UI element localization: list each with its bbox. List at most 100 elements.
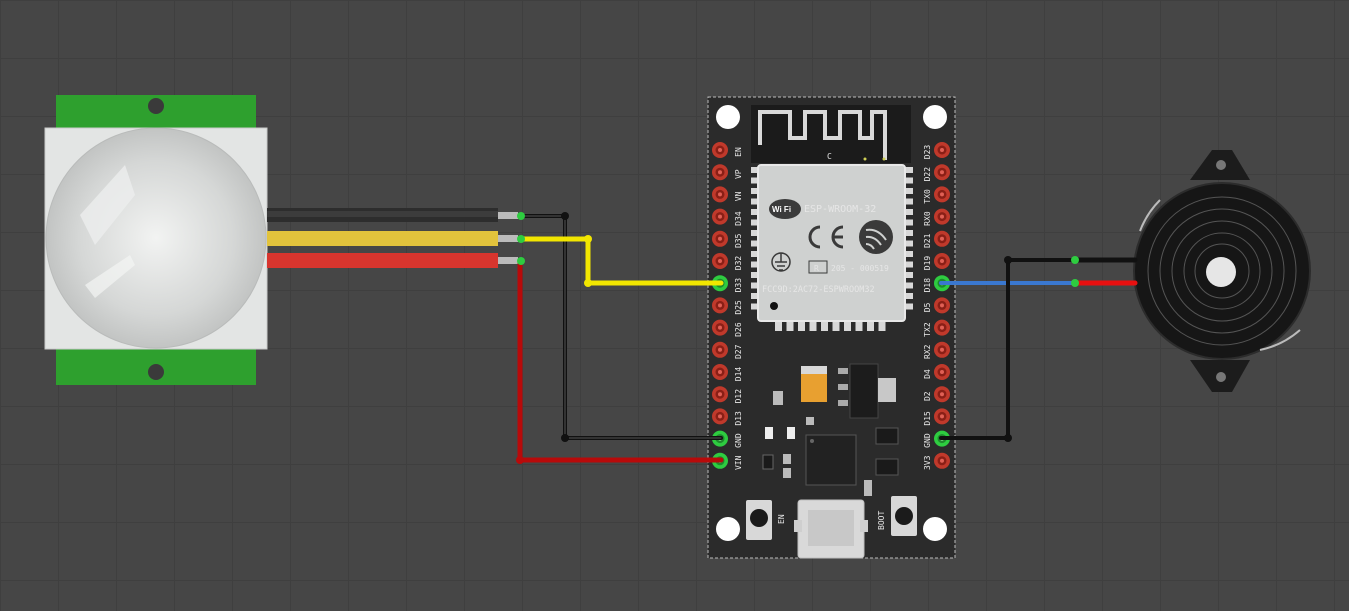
pin-right-d4[interactable] bbox=[934, 364, 950, 380]
pin-left-vp[interactable] bbox=[712, 164, 728, 181]
pin-label-right-d2: D2 bbox=[923, 391, 932, 401]
reg-leg-3 bbox=[838, 400, 848, 406]
pin-left-d27[interactable] bbox=[712, 341, 728, 358]
module-pad bbox=[904, 177, 913, 184]
module-pad bbox=[751, 219, 760, 226]
pin-label-left-d32: D32 bbox=[734, 256, 743, 271]
pin-right-tx2[interactable] bbox=[934, 319, 950, 336]
module-pad bbox=[904, 261, 913, 268]
r-mark-box bbox=[808, 260, 828, 274]
wires[interactable] bbox=[516, 212, 1138, 464]
wire-pir-out[interactable] bbox=[517, 236, 724, 286]
module-pad bbox=[904, 198, 913, 205]
smd-diode bbox=[762, 454, 774, 470]
transistor-1 bbox=[875, 427, 899, 445]
module-pad bbox=[775, 321, 782, 331]
wifi-logo-text: Wi Fi bbox=[772, 205, 791, 214]
led-1 bbox=[765, 427, 773, 439]
module-pad bbox=[751, 240, 760, 247]
pin-left-d14[interactable] bbox=[712, 364, 728, 380]
module-pins-left bbox=[751, 167, 760, 310]
pin-right-3v3[interactable] bbox=[934, 452, 950, 469]
pin-label-right-d15: D15 bbox=[923, 411, 932, 426]
pin-label-left-gnd: GND bbox=[734, 433, 743, 448]
module-pad bbox=[867, 321, 874, 331]
pir-dome-highlight-2 bbox=[85, 255, 135, 298]
smd-part-4 bbox=[864, 480, 872, 496]
pin-right-d5[interactable] bbox=[934, 297, 950, 314]
junction-gnd-bottom bbox=[561, 434, 569, 442]
pin-label-left-d34: D34 bbox=[734, 211, 743, 226]
mount-hole-tr bbox=[923, 105, 947, 129]
fcc-id: FCC9D:2AC72-ESPWROOM32 bbox=[762, 285, 875, 295]
buzzer-center bbox=[1206, 257, 1236, 287]
usb-uart-chip bbox=[805, 434, 857, 486]
module-pad bbox=[904, 272, 913, 278]
wire-buzzer-gnd[interactable] bbox=[939, 258, 1077, 440]
module-pad bbox=[844, 321, 851, 331]
r-mark: R bbox=[814, 264, 819, 273]
buzzer-rings bbox=[1147, 196, 1297, 346]
ground-symbol-icon bbox=[771, 252, 791, 272]
transistor-2 bbox=[875, 458, 899, 476]
module-pad bbox=[904, 293, 913, 299]
wire-pir-vcc[interactable] bbox=[517, 258, 724, 463]
esp32-devkit[interactable]: C Wi Fi ESP-WROOM-32 R 205 - 000519 FCC9… bbox=[707, 96, 956, 559]
pin-left-d35[interactable] bbox=[712, 230, 728, 247]
right-header-pins[interactable]: D23D22TX0RX0D21D19D18D5TX2RX2D4D2D15GND3… bbox=[923, 142, 950, 470]
module-pad bbox=[878, 321, 886, 331]
micro-usb-port[interactable] bbox=[794, 499, 868, 559]
mount-hole-bl bbox=[716, 517, 740, 541]
pin-right-rx2[interactable] bbox=[934, 341, 950, 358]
pin-right-d15[interactable] bbox=[934, 408, 950, 425]
pin-label-left-d35: D35 bbox=[734, 233, 743, 248]
module-pad bbox=[904, 282, 913, 289]
pin-right-d19[interactable] bbox=[934, 253, 950, 269]
pin-label-left-d14: D14 bbox=[734, 367, 743, 382]
reg-leg-2 bbox=[838, 384, 848, 390]
pin-left-en[interactable] bbox=[712, 142, 728, 158]
pin-label-left-vin: VIN bbox=[734, 455, 743, 470]
pin-left-d12[interactable] bbox=[712, 386, 728, 403]
pin-right-tx0[interactable] bbox=[934, 186, 950, 203]
buzzer-highlight-2 bbox=[1259, 329, 1301, 351]
buzzer-mount-hole-top bbox=[1216, 160, 1226, 170]
led-2 bbox=[787, 427, 795, 439]
pir-mount-hole-top bbox=[148, 98, 164, 114]
pin-right-d2[interactable] bbox=[934, 386, 950, 403]
junction-gnd-top bbox=[561, 212, 569, 220]
usb-uart-chip-dot bbox=[810, 439, 814, 443]
pin-label-left-vp: VP bbox=[734, 169, 743, 179]
wire-pir-gnd[interactable] bbox=[518, 214, 723, 440]
module-name: ESP-WROOM-32 bbox=[804, 204, 876, 215]
module-pad bbox=[904, 230, 913, 236]
pin-right-d22[interactable] bbox=[934, 164, 950, 181]
pin-left-vn[interactable] bbox=[712, 186, 728, 203]
pin-right-d23[interactable] bbox=[934, 142, 950, 158]
pin-right-d21[interactable] bbox=[934, 230, 950, 247]
pin-label-right-d4: D4 bbox=[923, 369, 932, 379]
pin-left-d34[interactable] bbox=[712, 208, 728, 225]
pin-label-right-tx0: TX0 bbox=[923, 189, 932, 204]
piezo-buzzer[interactable] bbox=[1133, 150, 1311, 392]
en-button[interactable] bbox=[746, 500, 772, 540]
ce-mark bbox=[808, 225, 844, 249]
pin-label-right-rx0: RX0 bbox=[923, 211, 932, 226]
pin-left-d26[interactable] bbox=[712, 319, 728, 336]
pir-motion-sensor[interactable] bbox=[44, 95, 518, 385]
pin-right-rx0[interactable] bbox=[934, 208, 950, 225]
junction-vcc bbox=[516, 456, 524, 464]
pir-mount-hole-bottom bbox=[148, 364, 164, 380]
endpoint-buzzer-neg bbox=[1071, 256, 1079, 264]
pin-left-d25[interactable] bbox=[712, 297, 728, 314]
smd-part-2 bbox=[783, 454, 791, 464]
pir-pin-header-gnd-hl bbox=[267, 211, 498, 217]
pin-left-d13[interactable] bbox=[712, 408, 728, 425]
pir-pin-out bbox=[498, 235, 518, 242]
endpoint-pir-out bbox=[517, 235, 525, 243]
pin-left-d32[interactable] bbox=[712, 253, 728, 269]
boot-button[interactable] bbox=[891, 496, 917, 536]
module-pad bbox=[751, 209, 760, 215]
module-pad bbox=[751, 282, 760, 289]
